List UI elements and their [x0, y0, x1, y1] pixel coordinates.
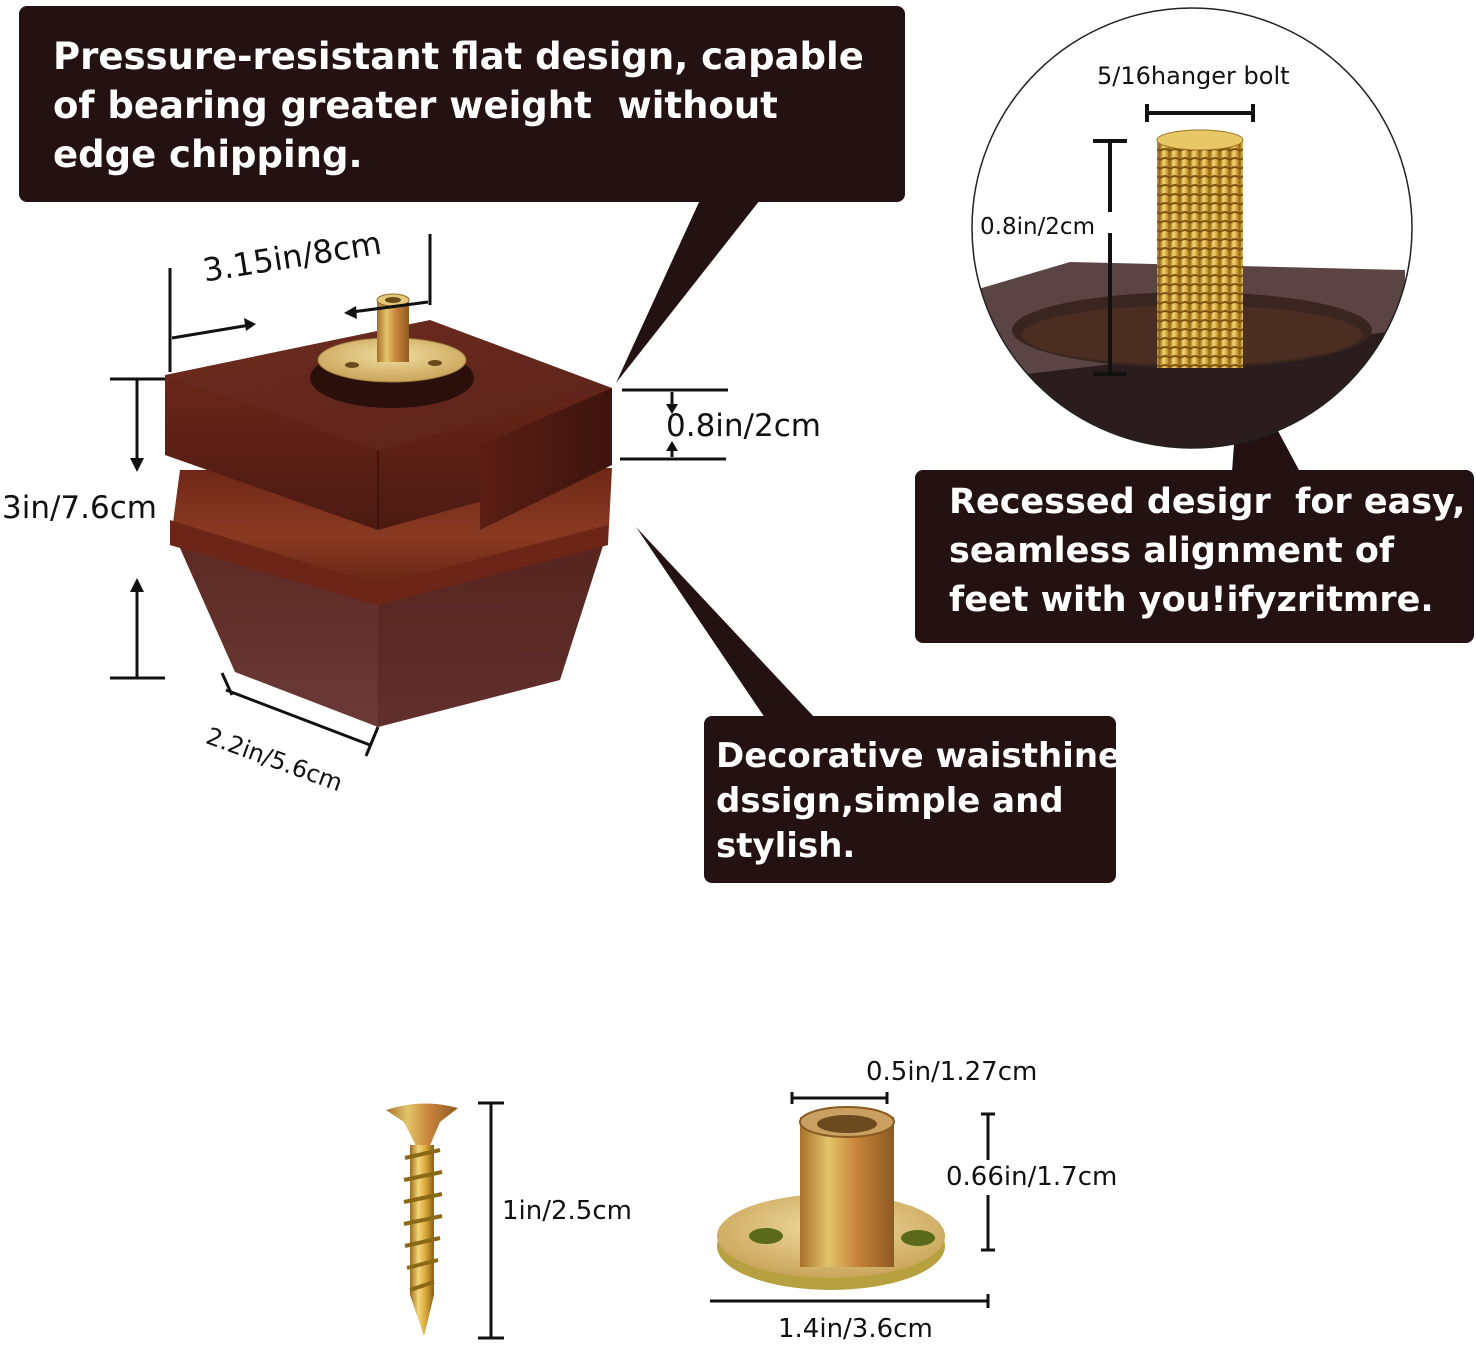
dimension-lines-screw: [478, 1101, 504, 1340]
screw-illustration: [386, 1103, 458, 1336]
teenut-height: 0.66in/1.7cm: [946, 1162, 1118, 1192]
callout-waist-line-3: stylish.: [716, 826, 856, 866]
callout-recessed-line-2: seamless alignment of: [949, 531, 1395, 571]
callout-top-tail: [616, 200, 760, 383]
dimension-total-height: 3in/7.6cm: [2, 490, 157, 526]
dimension-lines-teenut: [710, 1092, 995, 1308]
bolt-inset-border: [971, 7, 1413, 449]
bolt-label: 5/16hanger bolt: [1097, 62, 1290, 90]
callout-flat-design-line-2: of bearing greater weight without: [53, 84, 778, 127]
callout-waist-line-1: Decorative waisthine: [716, 736, 1122, 776]
dimension-lines-bolt: [1093, 104, 1255, 376]
callout-waist-line-2: dssign,simple and: [716, 781, 1064, 821]
callout-flat-design-line-3: edge chipping.: [53, 133, 363, 176]
screw-length: 1in/2.5cm: [502, 1196, 632, 1226]
callout-decorative-waist: Decorative waisthine dssign,simple and s…: [704, 716, 1122, 883]
callout-recessed-design: Recessed desigr for easy, seamless align…: [915, 470, 1474, 643]
dimension-lines-main: [110, 234, 728, 757]
wooden-leg-illustration: [165, 293, 612, 727]
teenut-flange-diameter: 1.4in/3.6cm: [778, 1314, 933, 1344]
bolt-height: 0.8in/2cm: [980, 214, 1095, 240]
callout-flat-design-line-1: Pressure-resistant flat design, capable: [53, 35, 864, 78]
teenut-inner-diameter: 0.5in/1.27cm: [866, 1057, 1038, 1087]
dimension-top-block-height: 0.8in/2cm: [666, 408, 821, 444]
callout-recessed-line-1: Recessed desigr for easy,: [949, 482, 1466, 522]
bolt-inset: [975, 129, 1405, 448]
callout-recessed-line-3: feet with you!ifyzritmre.: [949, 580, 1434, 620]
callout-flat-design: Pressure-resistant flat design, capable …: [19, 6, 905, 202]
dimension-arrowheads-main: [130, 306, 678, 592]
tee-nut-illustration: [717, 1106, 945, 1290]
callout-waist-tail: [636, 527, 815, 718]
